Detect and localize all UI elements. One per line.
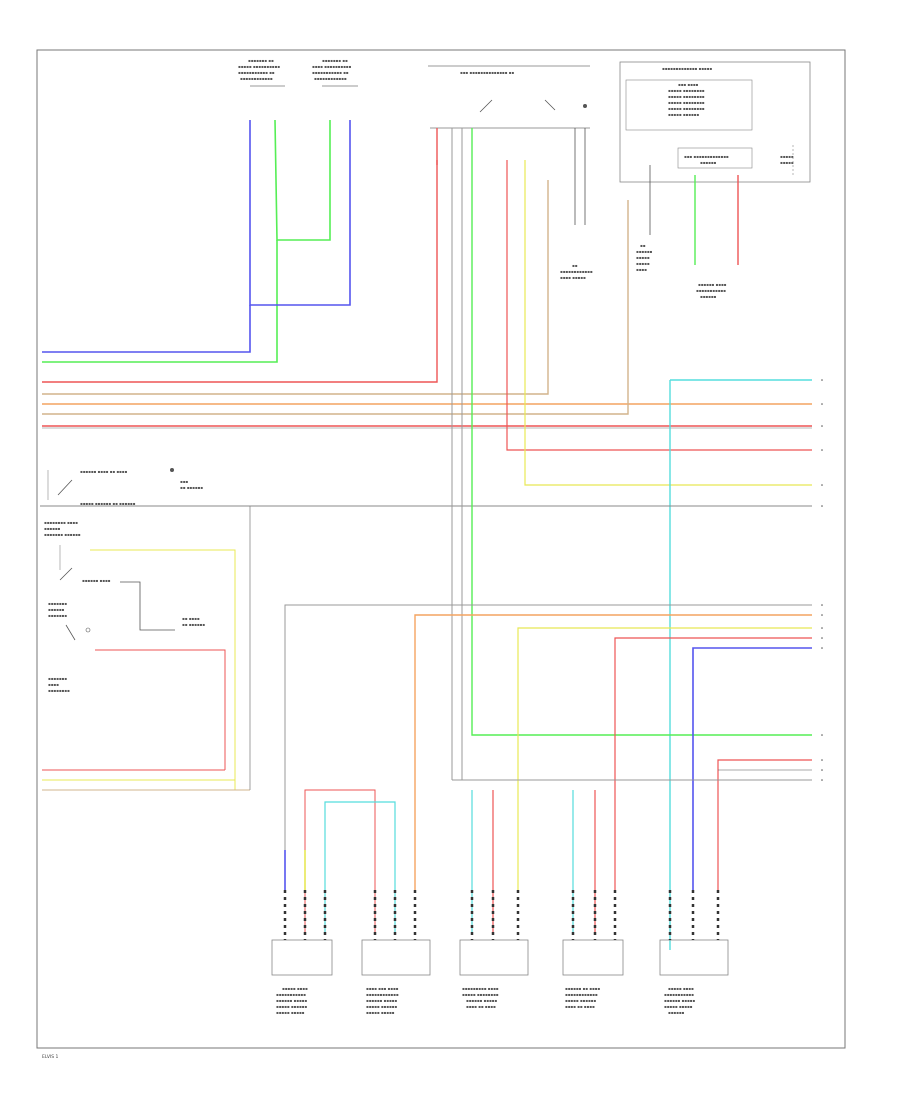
svg-text:▪▪▪▪▪▪▪▪▪ ▪▪▪▪: ▪▪▪▪▪▪▪▪▪ ▪▪▪▪ [462, 986, 499, 991]
connector-pins [283, 890, 720, 940]
svg-text:▪▪▪ ▪▪▪▪: ▪▪▪ ▪▪▪▪ [678, 82, 699, 87]
svg-text:▪▪▪▪▪ ▪▪▪▪▪▪▪▪: ▪▪▪▪▪ ▪▪▪▪▪▪▪▪ [668, 106, 705, 111]
svg-text:▪▪▪▪▪: ▪▪▪▪▪ [636, 261, 650, 266]
svg-text:▪▪▪▪▪▪▪▪▪▪▪▪: ▪▪▪▪▪▪▪▪▪▪▪▪ [560, 269, 593, 274]
diagram-frame [36, 49, 846, 1049]
svg-text:▪▪▪▪▪▪▪ ▪▪: ▪▪▪▪▪▪▪ ▪▪ [248, 58, 274, 63]
bottom-module-3: ▪▪▪▪▪▪▪▪▪ ▪▪▪▪ ▪▪▪▪▪ ▪▪▪▪▪▪▪▪ ▪▪▪▪▪▪ ▪▪▪… [459, 939, 529, 1009]
footer-label: ELVIS 1 [42, 1054, 59, 1060]
svg-text:▪▪▪▪ ▪▪ ▪▪▪▪: ▪▪▪▪ ▪▪ ▪▪▪▪ [565, 1004, 595, 1009]
svg-text:▪▪▪▪▪▪▪▪▪▪▪▪▪ ▪▪▪▪▪: ▪▪▪▪▪▪▪▪▪▪▪▪▪ ▪▪▪▪▪ [662, 66, 712, 71]
relay-box: ▪▪▪ ▪▪▪▪▪▪▪▪▪▪▪▪▪▪ ▪▪ [428, 65, 590, 129]
svg-text:▪▪▪▪▪▪▪▪▪▪▪: ▪▪▪▪▪▪▪▪▪▪▪ [664, 992, 694, 997]
svg-text:▪▪▪▪▪ ▪▪▪▪▪▪: ▪▪▪▪▪ ▪▪▪▪▪▪ [668, 112, 699, 117]
svg-text:▪▪▪▪▪▪ ▪▪▪▪▪: ▪▪▪▪▪▪ ▪▪▪▪▪ [366, 998, 397, 1003]
svg-text:▪▪▪▪▪▪▪▪▪▪▪ ▪▪: ▪▪▪▪▪▪▪▪▪▪▪ ▪▪ [238, 70, 275, 75]
svg-text:▪▪▪▪▪▪▪▪ ▪▪▪▪: ▪▪▪▪▪▪▪▪ ▪▪▪▪ [44, 520, 78, 525]
svg-text:▪▪▪▪▪ ▪▪▪▪: ▪▪▪▪▪ ▪▪▪▪ [668, 986, 694, 991]
svg-text:▪▪▪▪▪▪▪ ▪▪▪▪▪▪: ▪▪▪▪▪▪▪ ▪▪▪▪▪▪ [44, 532, 81, 537]
svg-text:▪▪▪▪▪▪ ▪▪▪▪ ▪▪ ▪▪▪▪: ▪▪▪▪▪▪ ▪▪▪▪ ▪▪ ▪▪▪▪ [80, 469, 127, 474]
bottom-module-1: ▪▪▪▪▪ ▪▪▪▪ ▪▪▪▪▪▪▪▪▪▪▪ ▪▪▪▪▪▪ ▪▪▪▪▪ ▪▪▪▪… [271, 939, 333, 1015]
svg-text:▪▪▪▪▪ ▪▪▪▪▪▪▪▪: ▪▪▪▪▪ ▪▪▪▪▪▪▪▪ [668, 94, 705, 99]
svg-text:▪▪▪▪▪ ▪▪▪▪: ▪▪▪▪▪ ▪▪▪▪ [282, 986, 308, 991]
remote-switch-right: ▪▪▪▪▪▪▪ ▪▪ ▪▪▪▪ ▪▪▪▪▪▪▪▪▪▪ ▪▪▪▪▪▪▪▪▪▪▪ ▪… [312, 58, 358, 87]
svg-text:▪▪▪▪▪▪▪▪▪▪▪▪: ▪▪▪▪▪▪▪▪▪▪▪▪ [314, 76, 347, 81]
svg-text:▪▪: ▪▪ [640, 243, 646, 248]
svg-text:▪▪▪▪▪ ▪▪▪▪▪▪: ▪▪▪▪▪ ▪▪▪▪▪▪ [366, 1004, 397, 1009]
svg-text:▪▪▪▪▪ ▪▪▪▪▪: ▪▪▪▪▪ ▪▪▪▪▪ [664, 1004, 693, 1009]
svg-text:▪▪▪▪▪▪: ▪▪▪▪▪▪ [48, 607, 65, 612]
svg-text:▪▪ ▪▪▪▪: ▪▪ ▪▪▪▪ [182, 616, 200, 621]
svg-text:▪▪▪▪ ▪▪▪▪▪: ▪▪▪▪ ▪▪▪▪▪ [560, 275, 586, 280]
svg-text:▪▪▪▪▪ ▪▪▪▪▪: ▪▪▪▪▪ ▪▪▪▪▪ [276, 1010, 305, 1015]
svg-text:▪▪ ▪▪▪▪▪▪: ▪▪ ▪▪▪▪▪▪ [182, 622, 205, 627]
svg-text:▪▪▪▪▪▪ ▪▪ ▪▪▪▪: ▪▪▪▪▪▪ ▪▪ ▪▪▪▪ [565, 986, 600, 991]
svg-text:▪▪▪▪▪▪: ▪▪▪▪▪▪ [668, 1010, 685, 1015]
svg-text:▪▪▪▪▪▪▪: ▪▪▪▪▪▪▪ [48, 676, 67, 681]
bottom-module-4: ▪▪▪▪▪▪ ▪▪ ▪▪▪▪ ▪▪▪▪▪▪▪▪▪▪▪▪ ▪▪▪▪▪ ▪▪▪▪▪▪… [562, 939, 624, 1009]
svg-text:▪▪▪▪▪▪: ▪▪▪▪▪▪ [636, 249, 653, 254]
svg-text:▪▪▪▪▪▪ ▪▪▪▪▪: ▪▪▪▪▪▪ ▪▪▪▪▪ [664, 998, 695, 1003]
bottom-wires [284, 789, 596, 935]
svg-text:▪▪▪▪▪▪▪▪▪▪▪▪: ▪▪▪▪▪▪▪▪▪▪▪▪ [366, 992, 399, 997]
svg-text:▪▪▪▪▪: ▪▪▪▪▪ [780, 154, 794, 159]
svg-text:▪▪▪▪ ▪▪ ▪▪▪▪: ▪▪▪▪ ▪▪ ▪▪▪▪ [466, 1004, 496, 1009]
svg-text:▪▪▪▪▪ ▪▪▪▪▪▪▪▪▪▪: ▪▪▪▪▪ ▪▪▪▪▪▪▪▪▪▪ [238, 64, 280, 69]
svg-text:▪▪▪▪▪▪▪▪: ▪▪▪▪▪▪▪▪ [48, 688, 70, 693]
wire-bus [40, 160, 812, 950]
svg-text:▪▪▪ ▪▪▪▪▪▪▪▪▪▪▪▪▪: ▪▪▪ ▪▪▪▪▪▪▪▪▪▪▪▪▪ [684, 154, 729, 159]
svg-text:▪▪▪▪▪ ▪▪▪▪▪▪▪▪: ▪▪▪▪▪ ▪▪▪▪▪▪▪▪ [668, 88, 705, 93]
svg-text:▪▪▪ ▪▪▪▪▪▪▪▪▪▪▪▪▪▪ ▪▪: ▪▪▪ ▪▪▪▪▪▪▪▪▪▪▪▪▪▪ ▪▪ [460, 70, 514, 75]
svg-text:▪▪▪▪▪▪▪: ▪▪▪▪▪▪▪ [48, 601, 67, 606]
svg-text:▪▪▪▪▪▪▪▪▪▪▪ ▪▪: ▪▪▪▪▪▪▪▪▪▪▪ ▪▪ [312, 70, 349, 75]
svg-text:▪▪▪▪▪ ▪▪▪▪▪▪ ▪▪ ▪▪▪▪▪▪: ▪▪▪▪▪ ▪▪▪▪▪▪ ▪▪ ▪▪▪▪▪▪ [80, 501, 136, 506]
module-sub-labels: ▪▪ ▪▪▪▪▪▪ ▪▪▪▪▪ ▪▪▪▪▪ ▪▪▪▪ ▪▪▪▪▪▪ ▪▪▪▪ ▪… [560, 243, 727, 299]
bottom-module-2: ▪▪▪▪ ▪▪▪ ▪▪▪▪ ▪▪▪▪▪▪▪▪▪▪▪▪ ▪▪▪▪▪▪ ▪▪▪▪▪ … [361, 939, 431, 1015]
svg-text:▪▪▪▪▪▪▪ ▪▪: ▪▪▪▪▪▪▪ ▪▪ [322, 58, 348, 63]
svg-text:▪▪▪▪▪▪: ▪▪▪▪▪▪ [44, 526, 61, 531]
svg-text:▪▪: ▪▪ [572, 263, 578, 268]
svg-text:▪▪▪▪▪▪ ▪▪▪▪: ▪▪▪▪▪▪ ▪▪▪▪ [82, 578, 111, 583]
svg-text:▪▪▪▪▪ ▪▪▪▪▪▪: ▪▪▪▪▪ ▪▪▪▪▪▪ [565, 998, 596, 1003]
svg-text:▪▪▪▪▪▪ ▪▪▪▪▪: ▪▪▪▪▪▪ ▪▪▪▪▪ [466, 998, 497, 1003]
svg-text:▪▪ ▪▪▪▪▪▪: ▪▪ ▪▪▪▪▪▪ [180, 485, 203, 490]
top-switch-wires [249, 119, 812, 781]
svg-text:▪▪▪▪▪: ▪▪▪▪▪ [636, 255, 650, 260]
svg-text:▪▪▪▪▪▪: ▪▪▪▪▪▪ [700, 294, 717, 299]
svg-text:▪▪▪▪ ▪▪▪▪▪▪▪▪▪▪: ▪▪▪▪ ▪▪▪▪▪▪▪▪▪▪ [312, 64, 352, 69]
control-module: ▪▪▪▪▪▪▪▪▪▪▪▪▪ ▪▪▪▪▪ ▪▪▪ ▪▪▪▪ ▪▪▪▪▪ ▪▪▪▪▪… [619, 61, 811, 183]
right-bus [284, 604, 812, 890]
svg-text:▪▪▪▪: ▪▪▪▪ [636, 267, 647, 272]
left-switch-block: ▪▪▪▪▪▪ ▪▪▪▪ ▪▪ ▪▪▪▪ ▪▪▪ ▪▪ ▪▪▪▪▪▪ ▪▪▪▪▪ … [42, 468, 251, 791]
svg-text:▪▪▪▪▪ ▪▪▪▪▪: ▪▪▪▪▪ ▪▪▪▪▪ [366, 1010, 395, 1015]
right-terminals [821, 379, 823, 781]
svg-text:▪▪▪▪▪▪▪▪▪▪▪: ▪▪▪▪▪▪▪▪▪▪▪ [276, 992, 306, 997]
svg-text:▪▪▪▪▪▪: ▪▪▪▪▪▪ [700, 160, 717, 165]
svg-text:▪▪▪▪▪: ▪▪▪▪▪ [780, 160, 794, 165]
svg-text:▪▪▪▪▪▪ ▪▪▪▪: ▪▪▪▪▪▪ ▪▪▪▪ [698, 282, 727, 287]
svg-text:▪▪▪▪▪▪▪▪▪▪▪▪: ▪▪▪▪▪▪▪▪▪▪▪▪ [240, 76, 273, 81]
svg-text:▪▪▪▪ ▪▪▪ ▪▪▪▪: ▪▪▪▪ ▪▪▪ ▪▪▪▪ [366, 986, 399, 991]
svg-text:▪▪▪▪▪▪▪▪▪▪▪▪: ▪▪▪▪▪▪▪▪▪▪▪▪ [565, 992, 598, 997]
remote-switch-left: ▪▪▪▪▪▪▪ ▪▪ ▪▪▪▪▪ ▪▪▪▪▪▪▪▪▪▪ ▪▪▪▪▪▪▪▪▪▪▪ … [238, 58, 285, 87]
svg-text:▪▪▪▪: ▪▪▪▪ [48, 682, 59, 687]
svg-text:▪▪▪▪▪▪ ▪▪▪▪▪: ▪▪▪▪▪▪ ▪▪▪▪▪ [276, 998, 307, 1003]
svg-text:▪▪▪▪▪ ▪▪▪▪▪▪▪▪: ▪▪▪▪▪ ▪▪▪▪▪▪▪▪ [668, 100, 705, 105]
bottom-module-5: ▪▪▪▪▪ ▪▪▪▪ ▪▪▪▪▪▪▪▪▪▪▪ ▪▪▪▪▪▪ ▪▪▪▪▪ ▪▪▪▪… [659, 939, 729, 1015]
svg-text:▪▪▪▪▪ ▪▪▪▪▪▪▪▪: ▪▪▪▪▪ ▪▪▪▪▪▪▪▪ [462, 992, 499, 997]
svg-text:▪▪▪: ▪▪▪ [180, 479, 188, 484]
svg-text:▪▪▪▪▪▪▪: ▪▪▪▪▪▪▪ [48, 613, 67, 618]
svg-text:▪▪▪▪▪ ▪▪▪▪▪▪: ▪▪▪▪▪ ▪▪▪▪▪▪ [276, 1004, 307, 1009]
svg-text:▪▪▪▪▪▪▪▪▪▪▪: ▪▪▪▪▪▪▪▪▪▪▪ [696, 288, 726, 293]
